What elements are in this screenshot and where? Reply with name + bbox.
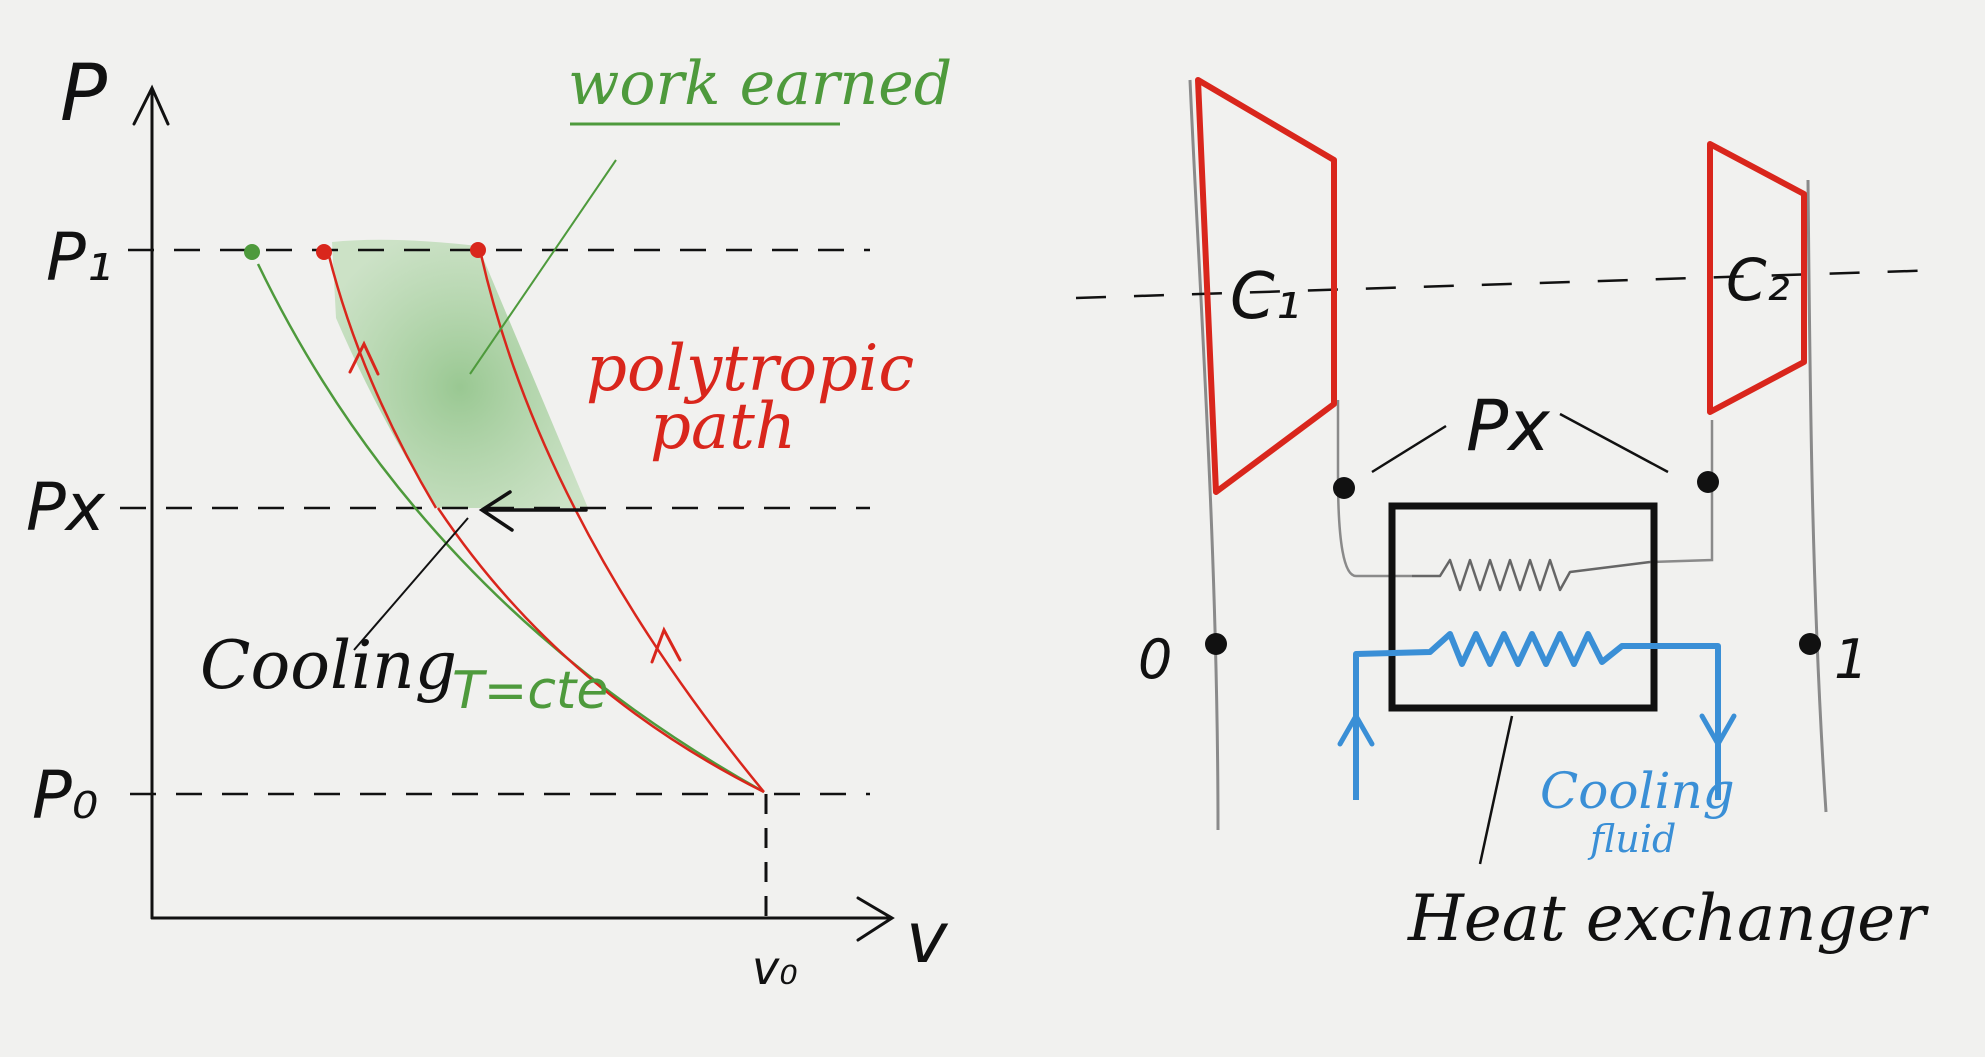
gas-coil xyxy=(1412,558,1651,592)
compressor-c2 xyxy=(1707,141,1807,415)
duct-right-outer xyxy=(1806,179,1828,813)
px-schematic-label: Px xyxy=(1466,385,1550,467)
p1-label: P₁ xyxy=(46,219,112,296)
work-leader-line xyxy=(469,159,617,375)
isotherm-end-point xyxy=(244,244,260,260)
station-0-label: 0 xyxy=(1138,628,1172,691)
cooling-fluid-outlet-arrow xyxy=(1699,713,1737,750)
axis-y-label: P xyxy=(60,49,107,139)
station-1-dot xyxy=(1799,633,1821,655)
polytropic-label-line2: path xyxy=(650,390,796,464)
station-1-label: 1 xyxy=(1834,628,1868,691)
duct-left-outer xyxy=(1188,79,1220,831)
isotherm-label: T=cte xyxy=(452,661,608,721)
c2-label: C₂ xyxy=(1726,246,1790,314)
cooling-fluid-label-line2: fluid xyxy=(1587,817,1676,861)
polytropic-path-stage2 xyxy=(326,251,438,509)
pv-diagram: P v P₁ Px P₀ v₀ work earned polytropic p… xyxy=(26,49,952,995)
polytropic-end-point-direct xyxy=(470,242,486,258)
compressor-schematic: C₁ C₂ Px 0 1 Cooling fluid Heat exchange… xyxy=(1075,77,1943,956)
cooling-fluid-coil xyxy=(1353,631,1721,800)
polytropic-arrow-upper xyxy=(348,340,380,376)
cooling-arrow xyxy=(478,490,588,532)
px-leader-right xyxy=(1559,412,1669,474)
y-axis xyxy=(132,84,170,920)
polytropic-path-stage1 xyxy=(436,507,765,794)
cooling-label: Cooling xyxy=(200,627,457,704)
c1-label: C₁ xyxy=(1230,260,1300,334)
cooling-fluid-label-line1: Cooling xyxy=(1540,762,1735,820)
polytropic-label-line1: polytropic xyxy=(586,332,914,406)
cooling-fluid-inlet-arrow xyxy=(1337,710,1375,747)
station-0-dot xyxy=(1205,633,1227,655)
heat-exchanger-box xyxy=(1388,502,1658,712)
p0-label: P₀ xyxy=(32,757,98,834)
axis-x-label: v xyxy=(906,897,949,979)
polytropic-end-point-staged xyxy=(316,244,332,260)
station-px-right-dot xyxy=(1697,471,1719,493)
polytropic-path-direct xyxy=(478,249,765,793)
cooling-leader-line xyxy=(353,517,469,651)
heat-exchanger-leader xyxy=(1478,715,1514,865)
px-leader-left xyxy=(1371,424,1447,474)
work-earned-label: work earned xyxy=(568,49,952,119)
shaft-dashed-line xyxy=(1075,268,1943,300)
px-label: Px xyxy=(26,469,106,546)
isotherm-curve xyxy=(256,263,765,794)
x-axis xyxy=(150,896,895,942)
work-area-shading xyxy=(332,239,588,508)
heat-exchanger-label: Heat exchanger xyxy=(1407,882,1929,956)
polytropic-arrow-lower xyxy=(650,626,682,664)
duct-mid-right xyxy=(1649,420,1714,564)
compressor-c1 xyxy=(1195,77,1337,495)
v0-label: v₀ xyxy=(752,941,798,995)
station-px-left-dot xyxy=(1333,477,1355,499)
